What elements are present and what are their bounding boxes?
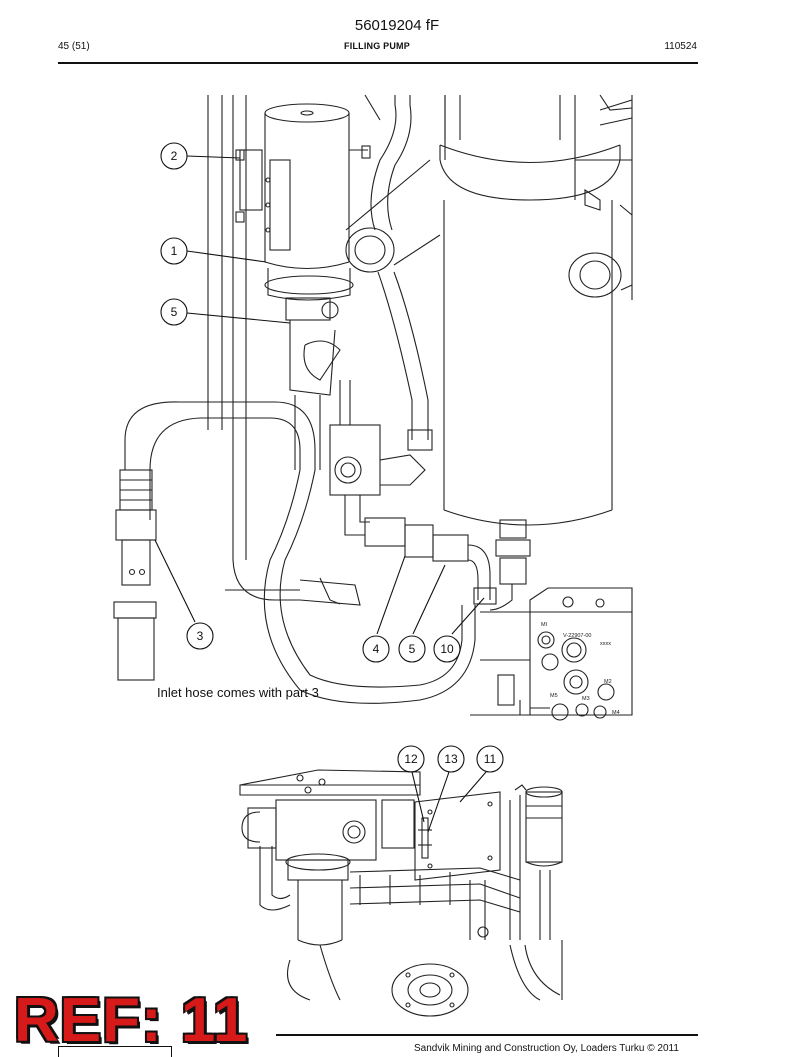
callout-11: 11 — [484, 752, 497, 766]
manifold-label-part: V-22907-00 — [563, 633, 591, 639]
callout-12: 12 — [404, 752, 418, 766]
callout-13: 13 — [444, 752, 458, 766]
callout-5-top: 5 — [171, 305, 178, 319]
manifold-label-m3: M3 — [582, 696, 590, 702]
reference-stamp: REF: 11 — [14, 986, 249, 1055]
callout-3: 3 — [197, 629, 204, 643]
manifold-label-m2: M2 — [604, 679, 612, 685]
manifold-label-m4: M4 — [612, 710, 620, 716]
callout-4: 4 — [373, 642, 380, 656]
company-logo — [58, 1046, 172, 1057]
document-number: 56019204 fF — [354, 17, 440, 34]
document-date: 110524 — [664, 41, 697, 52]
inlet-hose-note: Inlet hose comes with part 3 — [157, 685, 319, 700]
callout-5-bottom: 5 — [409, 642, 416, 656]
header-rule — [58, 62, 698, 64]
footer-copyright: Sandvik Mining and Construction Oy, Load… — [414, 1043, 679, 1054]
callout-10: 10 — [440, 642, 454, 656]
manifold-label-mi: MI — [541, 622, 548, 628]
callout-1: 1 — [171, 244, 178, 258]
page-number: 45 (51) — [58, 41, 90, 52]
footer-rule — [276, 1034, 698, 1036]
manifold-label-xxxx: xxxx — [600, 641, 611, 647]
callout-2: 2 — [171, 149, 178, 163]
manifold-label-m5: M5 — [550, 693, 558, 699]
section-title: FILLING PUMP — [344, 41, 410, 51]
